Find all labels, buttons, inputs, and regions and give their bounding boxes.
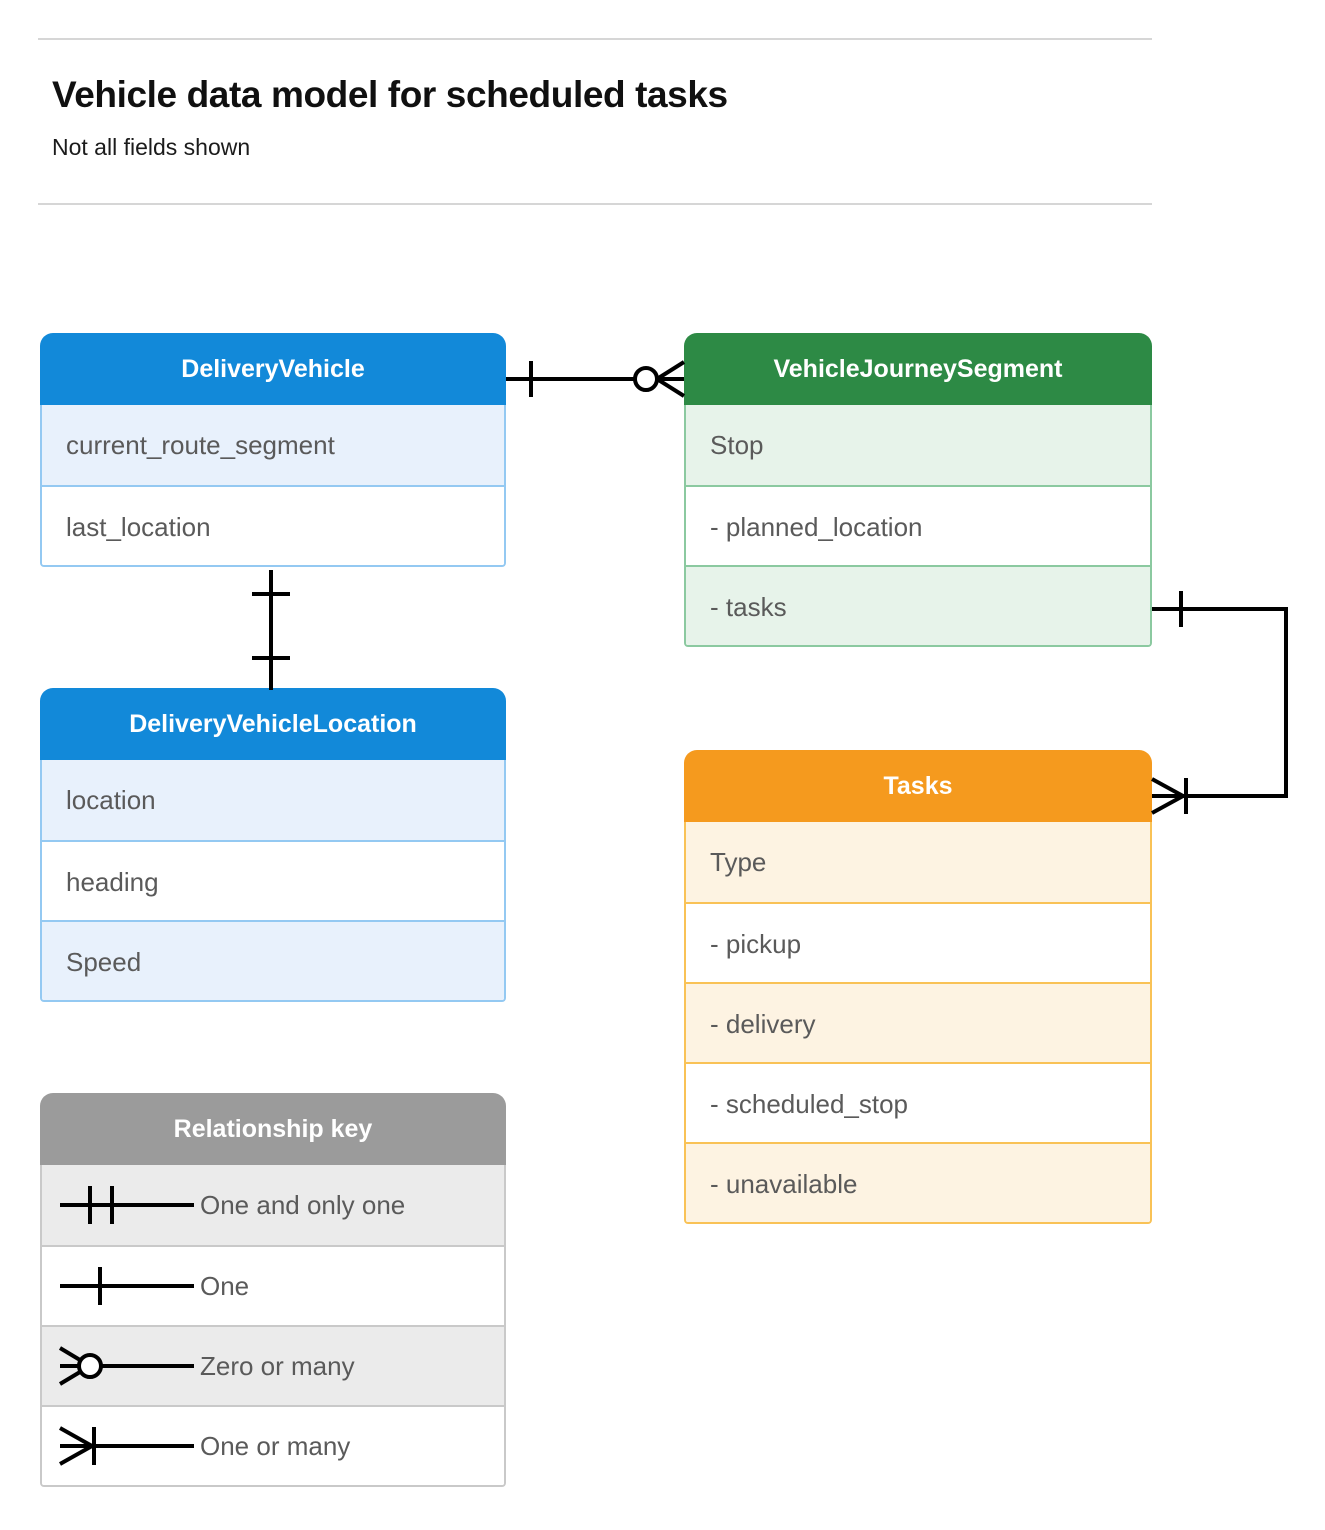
relationship-deliveryvehicle-vehiclejourneysegment [506, 360, 686, 398]
page-subtitle: Not all fields shown [52, 134, 251, 160]
entity-vehicle-journey-segment-title: VehicleJourneySegment [684, 333, 1152, 405]
legend-label: One and only one [200, 1190, 406, 1220]
entity-tasks-title: Tasks [684, 750, 1152, 822]
relationship-key-rows: One and only one One [40, 1165, 506, 1487]
legend-label: One [200, 1271, 250, 1301]
entity-delivery-vehicle-title: DeliveryVehicle [40, 333, 506, 405]
relationship-key-title: Relationship key [40, 1093, 506, 1165]
field-row: Type [686, 822, 1150, 902]
zero-or-many-icon [42, 1327, 200, 1405]
entity-delivery-vehicle-location[interactable]: DeliveryVehicleLocation location heading… [40, 688, 506, 1002]
field-row: last_location [42, 485, 504, 565]
entity-delivery-vehicle-location-title: DeliveryVehicleLocation [40, 688, 506, 760]
legend-label: Zero or many [200, 1351, 355, 1381]
header-divider-top [38, 38, 1152, 40]
one-icon [42, 1247, 200, 1325]
legend-item-one-or-many: One or many [42, 1405, 504, 1485]
entity-vehicle-journey-segment[interactable]: VehicleJourneySegment Stop - planned_loc… [684, 333, 1152, 647]
legend-label: One or many [200, 1431, 351, 1461]
entity-delivery-vehicle[interactable]: DeliveryVehicle current_route_segment la… [40, 333, 506, 567]
relationship-vehiclejourneysegment-tasks [1151, 591, 1288, 815]
field-row: - planned_location [686, 485, 1150, 565]
field-row: - pickup [686, 902, 1150, 982]
entity-delivery-vehicle-fields: current_route_segment last_location [40, 405, 506, 567]
field-row: current_route_segment [42, 405, 504, 485]
field-row: Speed [42, 920, 504, 1000]
entity-delivery-vehicle-location-fields: location heading Speed [40, 760, 506, 1002]
field-row: Stop [686, 405, 1150, 485]
field-row: - delivery [686, 982, 1150, 1062]
field-row: location [42, 760, 504, 840]
legend-item-zero-or-many: Zero or many [42, 1325, 504, 1405]
relationship-deliveryvehicle-deliveryvehiclelocation [252, 570, 290, 690]
entity-tasks-fields: Type - pickup - delivery - scheduled_sto… [684, 822, 1152, 1224]
field-row: - unavailable [686, 1142, 1150, 1222]
field-row: heading [42, 840, 504, 920]
legend-item-one: One [42, 1245, 504, 1325]
relationship-key-legend[interactable]: Relationship key One and only one [40, 1093, 506, 1487]
header-divider-bottom [38, 203, 1152, 205]
page-title: Vehicle data model for scheduled tasks [52, 74, 728, 115]
entity-vehicle-journey-segment-fields: Stop - planned_location - tasks [684, 405, 1152, 647]
one-and-only-one-icon [42, 1165, 200, 1245]
one-or-many-icon [42, 1407, 200, 1485]
field-row: - scheduled_stop [686, 1062, 1150, 1142]
field-row: - tasks [686, 565, 1150, 645]
legend-item-one-and-only-one: One and only one [42, 1165, 504, 1245]
entity-tasks[interactable]: Tasks Type - pickup - delivery - schedul… [684, 750, 1152, 1224]
